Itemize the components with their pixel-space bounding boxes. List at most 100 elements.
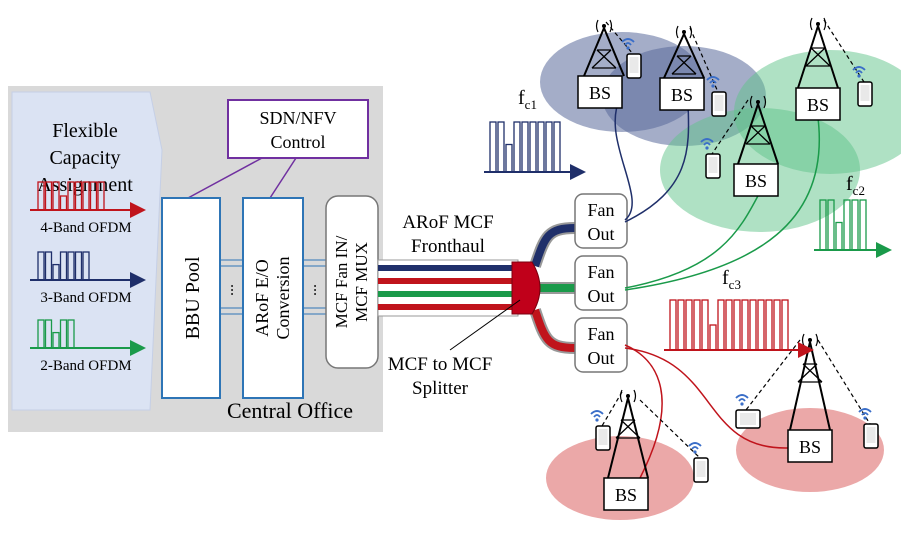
- bs-box: [577, 75, 623, 109]
- fiber-cores: [378, 265, 518, 310]
- carrier-spectrum: fc2: [814, 173, 892, 258]
- ofdm-spectrum: 3-Band OFDM: [30, 251, 146, 306]
- fanout-links: [614, 97, 820, 479]
- antenna-icon: [816, 22, 820, 26]
- fronthaul-label-1: ARoF MCF: [402, 212, 493, 233]
- spectrum-bar: [725, 299, 733, 351]
- carrier-label: fc3: [722, 267, 741, 292]
- control-line-2: [269, 157, 297, 199]
- spectrum-bar: [749, 299, 757, 351]
- bbu-pool-label: BBU Pool: [182, 256, 204, 339]
- user-devices: [590, 19, 879, 483]
- bs-label: BS: [745, 171, 767, 191]
- bs-box: [659, 77, 705, 111]
- spectrum-bar: [765, 299, 773, 351]
- user-device: [605, 21, 642, 79]
- spectrum-bar: [685, 299, 693, 351]
- splitter-pointer: [449, 299, 521, 351]
- base-station: BS: [795, 17, 841, 121]
- spectrum-bar: [513, 121, 521, 173]
- antenna-icon: [808, 338, 812, 342]
- spectrum-bar: [537, 121, 545, 173]
- splitter-shape: [511, 261, 541, 315]
- wifi-icon: [621, 38, 635, 46]
- user-device: [689, 27, 727, 117]
- antenna-icon: [682, 30, 686, 34]
- antenna-icon: [602, 24, 606, 28]
- user-device: [817, 339, 879, 449]
- mux-label-1: MCF Fan IN/: [332, 235, 351, 328]
- spectrum-bar: [693, 299, 701, 351]
- spectrum-bar: [521, 121, 529, 173]
- base-station: BS: [577, 19, 625, 109]
- bbu-eo-links: [220, 259, 326, 315]
- antenna-icon: [756, 100, 760, 104]
- spectrum-bar: [701, 299, 709, 351]
- spectrum-bar: [733, 299, 741, 351]
- spectrum-bar: [717, 299, 725, 351]
- fanout-label: Out: [588, 348, 615, 368]
- eo-label-1: ARoF E/O: [252, 259, 272, 337]
- spectrum-bar: [843, 199, 851, 251]
- assignment-panel: [11, 91, 163, 411]
- bs-label: BS: [615, 485, 637, 505]
- spectrum-bar: [709, 324, 717, 351]
- wifi-icon: [700, 138, 714, 146]
- sdn-label-1: SDN/NFV: [259, 108, 336, 128]
- spectrum-bar: [741, 299, 749, 351]
- bs-box: [733, 163, 779, 197]
- base-station: BS: [733, 95, 779, 197]
- user-device: [823, 19, 873, 107]
- assignment-title-line: Assignment: [37, 174, 133, 196]
- bs-label: BS: [799, 437, 821, 457]
- spectrum-bar: [497, 121, 505, 173]
- bs-label: BS: [589, 83, 611, 103]
- wifi-icon: [688, 442, 702, 450]
- user-device: [590, 391, 623, 451]
- wifi-icon: [735, 394, 749, 402]
- ofdm-label: 4-Band OFDM: [40, 220, 131, 236]
- dots-1: ...: [220, 284, 237, 296]
- spectrum-bar: [553, 121, 561, 173]
- fanout-label: Fan: [588, 200, 615, 220]
- fanout-label: Out: [588, 286, 615, 306]
- antenna-icon: [626, 394, 630, 398]
- eo-label-2: Conversion: [273, 257, 293, 340]
- ofdm-spectrum: 4-Band OFDM: [30, 181, 146, 236]
- fanout-label: Out: [588, 224, 615, 244]
- base-station: BS: [787, 333, 833, 463]
- spectrum-bar: [489, 121, 497, 173]
- wifi-icon: [706, 76, 720, 84]
- spectrum-bar: [859, 199, 867, 251]
- bs-box: [787, 429, 833, 463]
- wifi-icon: [858, 408, 872, 416]
- fanout-label: Fan: [588, 262, 615, 282]
- base-station: BS: [603, 389, 649, 511]
- bs-box: [795, 87, 841, 121]
- spectrum-bar: [851, 199, 859, 251]
- carrier-spectra: fc1 fc2 fc3: [484, 87, 892, 358]
- wifi-icon: [590, 410, 604, 418]
- spectrum-bar: [545, 121, 553, 173]
- spectrum-bar: [757, 299, 765, 351]
- ofdm-label: 2-Band OFDM: [40, 358, 131, 374]
- spectrum-bar: [529, 121, 537, 173]
- carrier-spectrum: fc3: [664, 267, 814, 358]
- carrier-label: fc1: [518, 87, 537, 112]
- sdn-nfv-box: [227, 99, 369, 159]
- carrier-label: fc2: [846, 173, 865, 198]
- spectrum-bar: [835, 221, 843, 251]
- central-office-label: Central Office: [227, 398, 353, 423]
- control-line-1: [187, 157, 263, 199]
- fanout-label: Fan: [588, 324, 615, 344]
- spectrum-bar: [773, 299, 781, 351]
- spectrum-bar: [677, 299, 685, 351]
- splitter-label-1: MCF to MCF: [388, 354, 493, 375]
- bbu-pool-box: [161, 197, 221, 399]
- ofdm-spectra: 4-Band OFDM 3-Band OFDM 2-Band OFDM: [30, 181, 146, 374]
